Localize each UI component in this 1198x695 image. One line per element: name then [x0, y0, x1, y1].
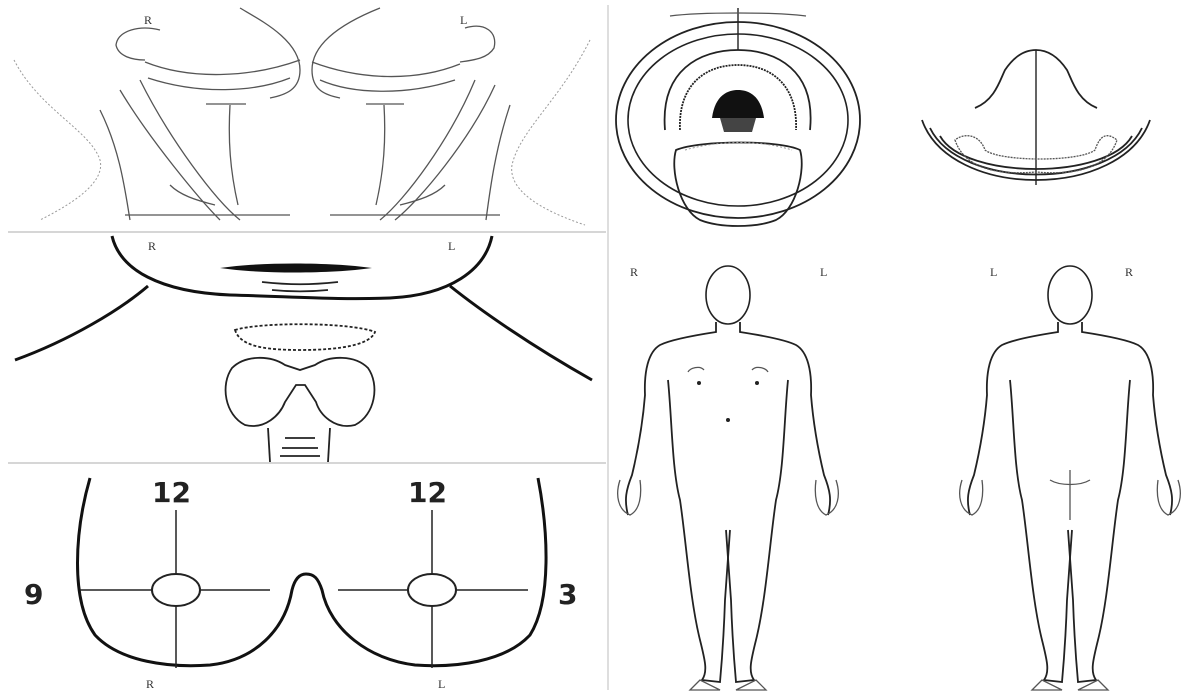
panel-dividers: [8, 5, 608, 690]
breast-clock-3: 3: [558, 578, 577, 611]
back-label-left: L: [990, 265, 997, 279]
neck-lateral-panel: R L: [14, 8, 590, 225]
oral-cavity-panel: [616, 8, 860, 226]
breast-clock-9: 9: [24, 578, 43, 611]
breast-clock-12-left: 12: [408, 476, 447, 509]
neck-label-left: L: [460, 13, 467, 27]
thyroid-label-left: L: [448, 239, 455, 253]
back-label-right: R: [1125, 265, 1133, 279]
tongue-panel: [922, 50, 1150, 185]
breast-label-right: R: [146, 677, 154, 691]
front-label-right: R: [630, 265, 638, 279]
body-front-panel: R L: [618, 265, 839, 690]
breast-panel: 12 12 9 3 R L: [24, 476, 577, 691]
breast-label-left: L: [438, 677, 445, 691]
thyroid-label-right: R: [148, 239, 156, 253]
neck-label-right: R: [144, 13, 152, 27]
thyroid-panel: R L: [15, 236, 592, 462]
breast-clock-12-right: 12: [152, 476, 191, 509]
body-back-panel: L R: [960, 265, 1181, 690]
front-label-left: L: [820, 265, 827, 279]
